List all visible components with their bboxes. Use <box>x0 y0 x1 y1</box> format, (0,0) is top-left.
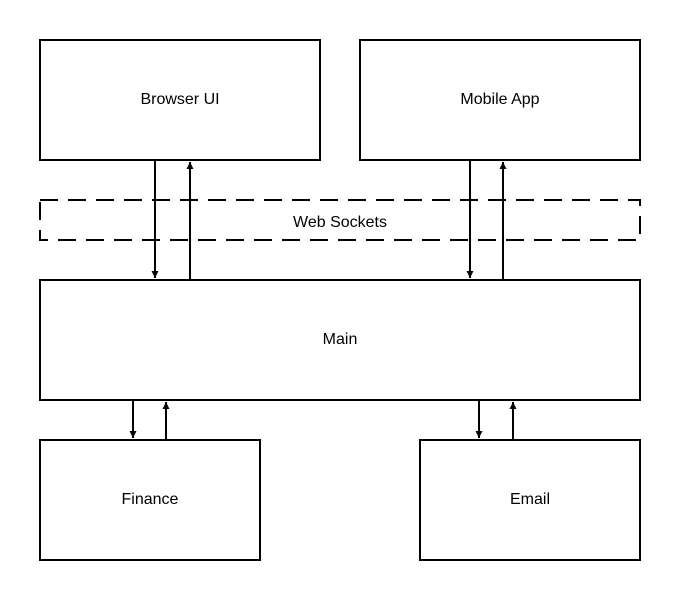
email-node: Email <box>419 439 641 561</box>
browser-ui-label: Browser UI <box>140 91 219 108</box>
mobile-app-node: Mobile App <box>359 39 641 161</box>
web-sockets-box <box>39 199 641 241</box>
email-box <box>419 439 641 561</box>
browser-ui-box <box>39 39 321 161</box>
web-sockets-node: Web Sockets <box>39 199 641 241</box>
finance-box <box>39 439 261 561</box>
email-label: Email <box>510 491 550 508</box>
mobile-app-box <box>359 39 641 161</box>
main-label: Main <box>323 331 358 348</box>
finance-label: Finance <box>122 491 179 508</box>
finance-node: Finance <box>39 439 261 561</box>
web-sockets-label: Web Sockets <box>293 214 387 231</box>
arrows <box>129 160 517 440</box>
main-node: Main <box>39 279 641 401</box>
main-box <box>39 279 641 401</box>
browser-ui-node: Browser UI <box>39 39 321 161</box>
mobile-app-label: Mobile App <box>460 91 539 108</box>
